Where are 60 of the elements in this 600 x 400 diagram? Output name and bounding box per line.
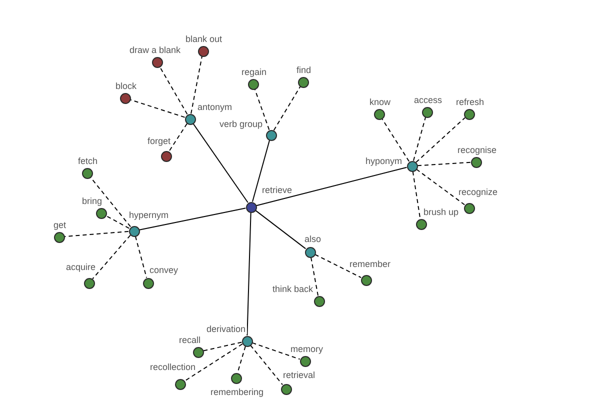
node-label: convey [148,265,180,275]
dashed-connector-line [254,88,270,130]
node-label: think back [272,284,314,294]
dashed-connector-line [416,168,466,206]
node-label: recall [178,335,202,345]
node-label: retrieve [261,185,294,195]
dashed-connector-line [412,170,421,220]
node-label: recognize [458,187,499,197]
node-label: hypernym [128,210,170,220]
dashed-connector-line [314,254,362,278]
node-label: bring [81,196,104,206]
dashed-connector-line [184,343,243,382]
node-label: verb group [218,119,264,129]
connector-line [192,123,248,203]
dashed-connector-line [412,116,426,162]
dashed-connector-line [190,56,202,114]
dashed-connector-line [130,99,186,118]
node-label: fetch [77,156,99,166]
node-label: recollection [149,362,197,372]
node-label: remembering [210,387,265,397]
dashed-connector-line [105,215,130,229]
node-label: know [368,97,392,107]
dashed-connector-line [250,344,284,386]
node-label: retrieval [282,370,316,380]
node-label: memory [290,344,324,354]
node-label: hyponym [364,156,404,166]
dashed-connector-line [273,86,301,131]
dashed-connector-line [416,117,466,163]
dashed-connector-line [168,123,188,152]
dashed-connector-line [134,236,148,278]
dashed-connector-line [381,118,410,162]
connector-line [256,166,408,206]
node-label: refresh [455,97,486,107]
dashed-connector-line [64,230,130,238]
node-label: block [114,81,138,91]
node-label: remember [348,259,392,269]
node-label: recognise [456,145,498,155]
connector-line [138,208,246,230]
node-label: derivation [206,324,247,334]
node-label: regain [240,67,268,77]
connector-line [246,212,252,336]
node-label: get [52,220,68,230]
node-label: antonym [196,102,234,112]
dashed-connector-line [252,342,300,360]
node-label: draw a blank [128,45,182,55]
node-label: acquire [65,262,97,272]
dashed-connector-line [417,162,471,166]
node-label: blank out [184,34,224,44]
dashed-connector-line [92,234,131,280]
dashed-connector-line [237,346,246,374]
dashed-connector-line [159,66,188,115]
connector-line [252,140,270,202]
node-label: brush up [422,207,460,217]
connector-line [254,210,306,250]
node-label: access [413,95,444,105]
node-label: also [304,234,322,244]
dashed-connector-line [202,342,242,352]
dashed-connector-line [310,256,318,296]
node-label: forget [146,136,172,146]
node-label: find [296,65,312,75]
